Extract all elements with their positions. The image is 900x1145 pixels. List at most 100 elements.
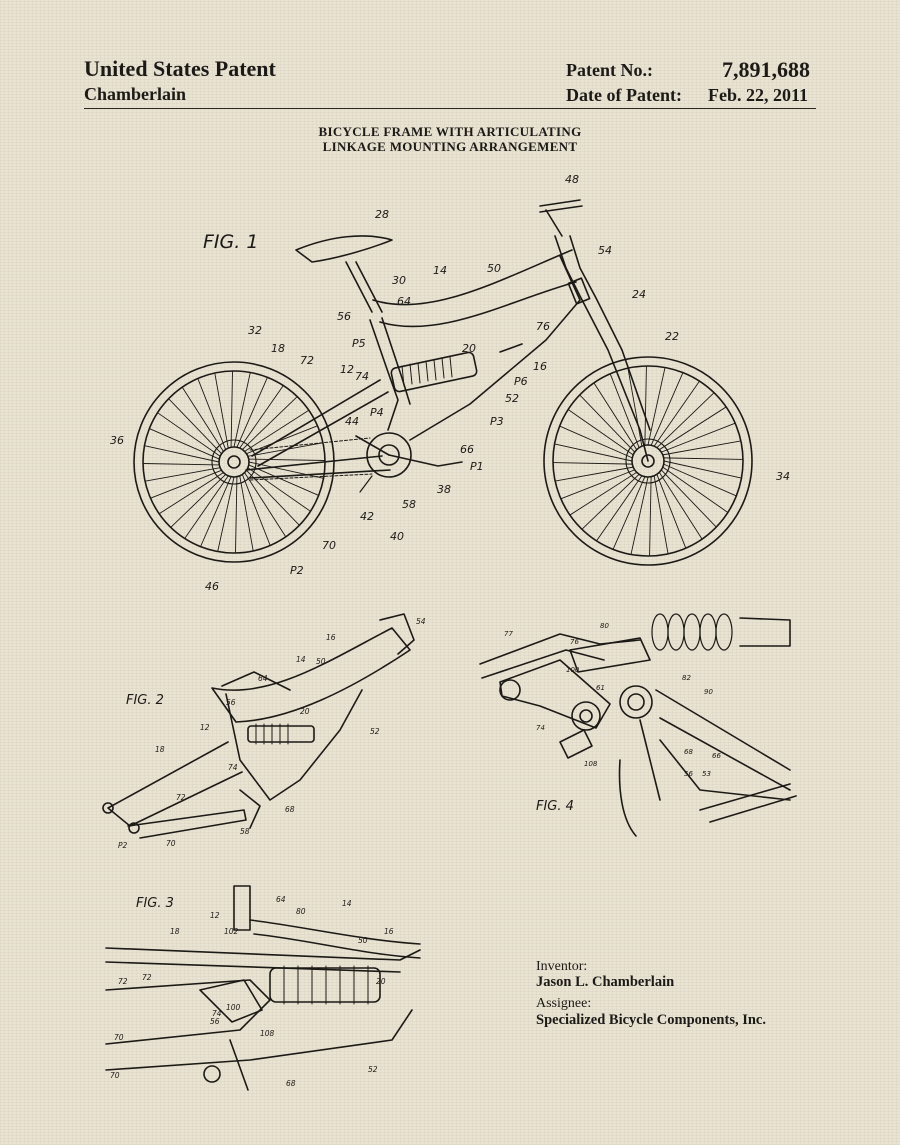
svg-text:102: 102 <box>224 927 239 936</box>
wheel-spoke <box>157 412 221 457</box>
svg-text:56: 56 <box>210 1017 220 1026</box>
wheel-spoke <box>197 378 227 450</box>
wheel-spoke <box>241 396 298 450</box>
svg-text:64: 64 <box>258 674 268 683</box>
assignee-name: Specialized Bicycle Components, Inc. <box>536 1012 766 1028</box>
svg-text:70: 70 <box>322 539 336 552</box>
svg-text:32: 32 <box>248 324 262 337</box>
svg-text:90: 90 <box>704 688 713 696</box>
wheel-spoke <box>144 445 220 463</box>
wheel-spoke <box>158 472 224 515</box>
wheel-spoke <box>581 473 640 530</box>
svg-text:12: 12 <box>200 723 210 732</box>
wheel-spoke <box>181 386 224 452</box>
svg-text:42: 42 <box>360 510 374 523</box>
svg-text:34: 34 <box>776 470 790 483</box>
svg-text:30: 30 <box>392 274 406 287</box>
wheel-spoke <box>650 372 684 446</box>
patent-office-title: United States Patent <box>84 56 276 81</box>
wheel-spoke <box>142 463 220 466</box>
svg-text:P2: P2 <box>290 564 304 577</box>
wheel-spoke <box>248 458 326 461</box>
svg-text:52: 52 <box>370 727 380 736</box>
fig4-label: FIG. 4 <box>536 799 574 814</box>
inventor-name: Jason L. Chamberlain <box>536 974 675 990</box>
svg-text:64: 64 <box>397 295 411 308</box>
svg-text:52: 52 <box>505 392 519 405</box>
fig3-label: FIG. 3 <box>136 896 174 911</box>
svg-text:68: 68 <box>286 1079 296 1088</box>
svg-text:44: 44 <box>345 415 359 428</box>
svg-text:22: 22 <box>665 330 679 343</box>
wheel-spoke <box>552 462 633 465</box>
svg-text:80: 80 <box>600 622 609 630</box>
wheel-spoke <box>663 460 742 479</box>
svg-text:76: 76 <box>536 320 550 333</box>
svg-text:58: 58 <box>240 827 250 836</box>
svg-text:20: 20 <box>300 707 310 716</box>
svg-text:16: 16 <box>533 360 547 373</box>
svg-text:40: 40 <box>390 530 404 543</box>
wheel-spoke <box>644 365 647 446</box>
svg-text:12: 12 <box>210 911 220 920</box>
svg-text:14: 14 <box>342 899 352 908</box>
svg-text:77: 77 <box>504 630 513 638</box>
wheel-spoke <box>662 440 742 456</box>
header-divider <box>84 108 816 109</box>
wheel-spoke <box>168 398 222 455</box>
wheel-spoke <box>649 476 652 557</box>
svg-text:61: 61 <box>596 684 605 692</box>
svg-text:74: 74 <box>212 1009 222 1018</box>
wheel-spoke <box>235 476 238 554</box>
wheel-spoke <box>559 425 633 459</box>
fig1-rear-wheel <box>133 361 335 563</box>
svg-text:P5: P5 <box>352 337 366 350</box>
wheel-spoke <box>627 367 643 447</box>
svg-text:74: 74 <box>355 370 369 383</box>
svg-text:108: 108 <box>260 1029 275 1038</box>
fig1-label: FIG. 1 <box>203 231 258 253</box>
svg-text:72: 72 <box>118 977 128 986</box>
svg-text:66: 66 <box>460 443 474 456</box>
wheel-spoke <box>554 466 634 482</box>
svg-text:16: 16 <box>326 633 336 642</box>
invention-title-line-2: LINKAGE MOUNTING ARRANGEMENT <box>322 139 578 154</box>
svg-text:P3: P3 <box>490 415 504 428</box>
svg-text:46: 46 <box>205 580 219 593</box>
svg-text:16: 16 <box>384 927 394 936</box>
svg-text:P4: P4 <box>370 406 384 419</box>
wheel-spoke <box>663 463 737 497</box>
svg-text:54: 54 <box>416 617 426 626</box>
wheel-spoke <box>560 469 636 500</box>
wheel-spoke <box>247 467 311 512</box>
wheel-spoke <box>662 466 729 513</box>
svg-text:58: 58 <box>402 498 416 511</box>
wheel-spoke <box>217 476 235 552</box>
wheel-spoke <box>660 422 736 453</box>
wheel-spoke <box>239 475 254 552</box>
svg-text:72: 72 <box>300 354 314 367</box>
svg-text:64: 64 <box>276 895 286 904</box>
svg-text:53: 53 <box>702 770 711 778</box>
wheel-spoke <box>241 474 271 546</box>
patent-number-label: Patent No.: <box>566 60 653 80</box>
patent-date-label: Date of Patent: <box>566 85 682 105</box>
wheel-spoke <box>658 471 703 540</box>
fig2-label: FIG. 2 <box>126 693 164 708</box>
svg-text:P6: P6 <box>514 375 528 388</box>
svg-text:52: 52 <box>368 1065 378 1074</box>
svg-text:50: 50 <box>316 657 326 666</box>
wheel-spoke <box>244 409 310 452</box>
wheel-spoke <box>148 428 220 460</box>
svg-text:100: 100 <box>566 666 580 674</box>
svg-text:48: 48 <box>565 173 579 186</box>
inventor-surname: Chamberlain <box>84 84 187 104</box>
svg-text:20: 20 <box>462 342 476 355</box>
wheel-spoke <box>579 394 636 453</box>
svg-text:70: 70 <box>110 1071 120 1080</box>
svg-text:14: 14 <box>433 264 447 277</box>
svg-text:108: 108 <box>584 760 598 768</box>
svg-text:74: 74 <box>228 763 238 772</box>
wheel-spoke <box>612 476 646 550</box>
